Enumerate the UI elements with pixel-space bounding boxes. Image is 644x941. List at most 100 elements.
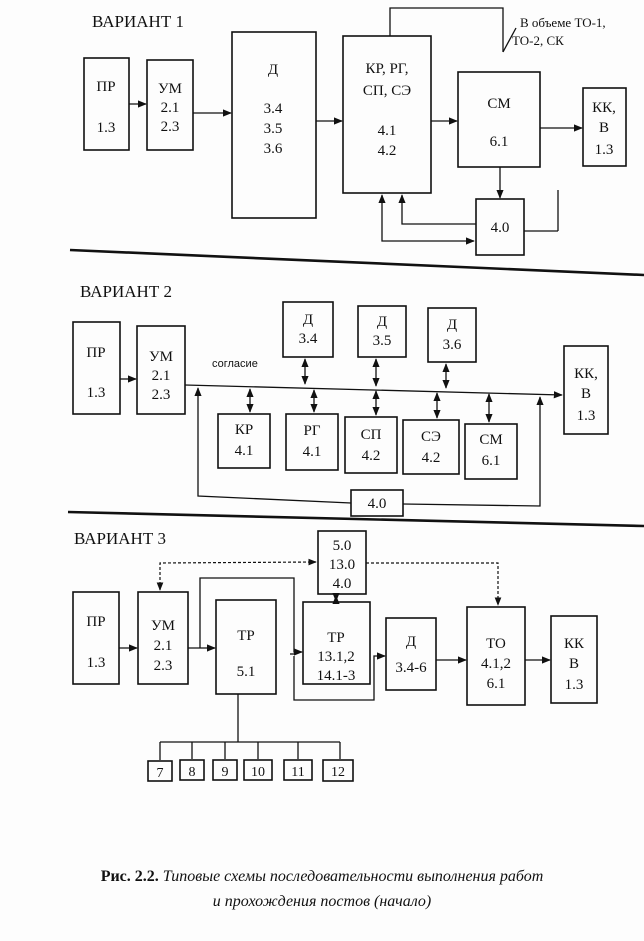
variant1-kr-num1: 4.1 [378, 123, 397, 139]
variant1-d-num1: 3.4 [264, 101, 283, 117]
variant2-pr-label: ПР [86, 345, 105, 361]
variant1-box-sm: СМ 6.1 [457, 71, 541, 168]
separator-1 [69, 248, 644, 277]
variant2-d1-label: Д [303, 312, 313, 328]
variant3-small-9: 9 [222, 765, 229, 780]
variant1-sm-label: СМ [487, 96, 510, 112]
variant1-d-num2: 3.5 [264, 121, 283, 137]
variant2-kr-label: КР [235, 422, 253, 438]
variant1-d-label: Д [268, 62, 278, 78]
variant3-title: ВАРИАНТ 3 [74, 529, 166, 548]
variant1-pr-label: ПР [96, 79, 115, 95]
figure-caption: Рис. 2.2. Типовые схемы последовательнос… [0, 868, 644, 886]
caption-line1: Типовые схемы последовательности выполне… [162, 868, 544, 885]
variant3-to-num2: 6.1 [487, 676, 506, 692]
variant1-kr-line2: СП, СЭ [363, 83, 411, 99]
variant1-pr-num: 1.3 [97, 120, 116, 136]
variant2-kr-num: 4.1 [235, 443, 254, 459]
variant2-d2-label: Д [377, 314, 387, 330]
separator-2 [67, 510, 644, 528]
variant2-sp-num: 4.2 [362, 448, 381, 464]
variant2-d1-num: 3.4 [299, 331, 318, 347]
variant1-kk-label: КК, [592, 100, 616, 116]
variant2-d2-num: 3.5 [373, 333, 392, 349]
figure-number: Рис. 2.2. [100, 868, 159, 885]
variant2-se-num: 4.2 [422, 450, 441, 466]
variant3-kk-sub: В [569, 656, 579, 672]
variant1-um-num2: 2.3 [161, 119, 180, 135]
variant1-note-line1: В объеме ТО-1, [520, 15, 606, 30]
variant2-box-d3: Д 3.6 [427, 307, 477, 363]
variant3-pr-label: ПР [86, 614, 105, 630]
variant2-bus-label: согласие [212, 358, 258, 370]
variant2-title: ВАРИАНТ 2 [80, 282, 172, 301]
variant2-rg-num: 4.1 [303, 444, 322, 460]
variant1-note-line2: ТО-2, СК [512, 33, 564, 48]
variant3-box-d: Д 3.4-6 [385, 617, 437, 691]
figure-caption-continued: и прохождения постов (начало) [0, 893, 644, 911]
variant1-um-num1: 2.1 [161, 100, 180, 116]
variant3-tr1-num: 5.1 [237, 664, 256, 680]
variant1-box-kr: КР, РГ, СП, СЭ 4.1 4.2 [342, 35, 432, 194]
variant3-kk-label: КК [564, 636, 585, 652]
variant2-sm-label: СМ [479, 432, 502, 448]
variant1-ctrl-num: 4.0 [491, 220, 510, 236]
variant2-kk-num: 1.3 [577, 408, 596, 424]
variant2-kk-sub: В [581, 386, 591, 402]
variant3-pr-num: 1.3 [87, 655, 106, 671]
variant2-um-label: УМ [149, 349, 173, 365]
variant3-to-label: ТО [486, 636, 506, 652]
variant3-top-num2: 13.0 [329, 557, 355, 573]
variant3-tr1-label: ТР [237, 628, 255, 644]
variant3-um-num1: 2.1 [154, 638, 173, 654]
variant2-d3-label: Д [447, 317, 457, 333]
variant2-box-um: УМ 2.1 2.3 [136, 325, 186, 415]
variant3-small-7: 7 [157, 766, 164, 781]
variant3-um-num2: 2.3 [154, 658, 173, 674]
variant3-box-kk: КК В 1.3 [550, 615, 598, 704]
variant2-box-kk: КК, В 1.3 [563, 345, 609, 435]
variant1-kr-num2: 4.2 [378, 143, 397, 159]
variant2-ctrl-num: 4.0 [368, 496, 387, 512]
variant1-title: ВАРИАНТ 1 [92, 12, 184, 31]
variant3-tr2-label: ТР [327, 630, 345, 646]
variant3-box-tr1: ТР 5.1 [215, 599, 277, 695]
variant1-sm-num: 6.1 [490, 134, 509, 150]
variant3-tr2-num1: 13.1,2 [317, 649, 355, 665]
variant3-box-pr: ПР 1.3 [72, 591, 120, 685]
variant2-sp-label: СП [361, 427, 382, 443]
variant2-connectors [120, 358, 563, 507]
variant3-kk-num: 1.3 [565, 677, 584, 693]
variant1-kr-line1: КР, РГ, [365, 61, 408, 77]
variant3-top-num1: 5.0 [333, 538, 352, 554]
variant1-connectors [129, 7, 583, 245]
caption-line2: и прохождения постов (начало) [212, 893, 432, 910]
variant1-d-num3: 3.6 [264, 141, 283, 157]
variant1-kk-num: 1.3 [595, 142, 614, 158]
variant2-kk-label: КК, [574, 366, 598, 382]
variant1-box-kk: КК, В 1.3 [582, 87, 627, 167]
variant2-box-d1: Д 3.4 [282, 301, 334, 358]
variant3-to-num1: 4.1,2 [481, 656, 511, 672]
variant2-box-kr: КР 4.1 [217, 413, 271, 469]
variant1-note-pointer [502, 27, 517, 53]
variant3-connectors [119, 558, 551, 760]
variant3-small-boxes: 7 8 9 10 11 12 [147, 759, 354, 782]
variant3-tr2-num2: 14.1-3 [317, 668, 356, 684]
variant3-d-label: Д [406, 634, 416, 650]
variant2-box-ctrl: 4.0 [350, 489, 404, 517]
variant3-small-8: 8 [189, 765, 196, 780]
variant1-kk-sub: В [599, 120, 609, 136]
variant2-box-sp: СП 4.2 [344, 416, 398, 474]
variant1-box-um: УМ 2.1 2.3 [146, 59, 194, 151]
variant2-box-sm: СМ 6.1 [464, 423, 518, 480]
variant2-d3-num: 3.6 [443, 337, 462, 353]
variant2-pr-num: 1.3 [87, 385, 106, 401]
variant1-box-d: Д 3.4 3.5 3.6 [231, 31, 317, 219]
variant3-small-11: 11 [291, 765, 304, 780]
variant2-box-d2: Д 3.5 [357, 305, 407, 358]
variant3-box-to: ТО 4.1,2 6.1 [466, 606, 526, 706]
variant3-box-um: УМ 2.1 2.3 [137, 591, 189, 685]
